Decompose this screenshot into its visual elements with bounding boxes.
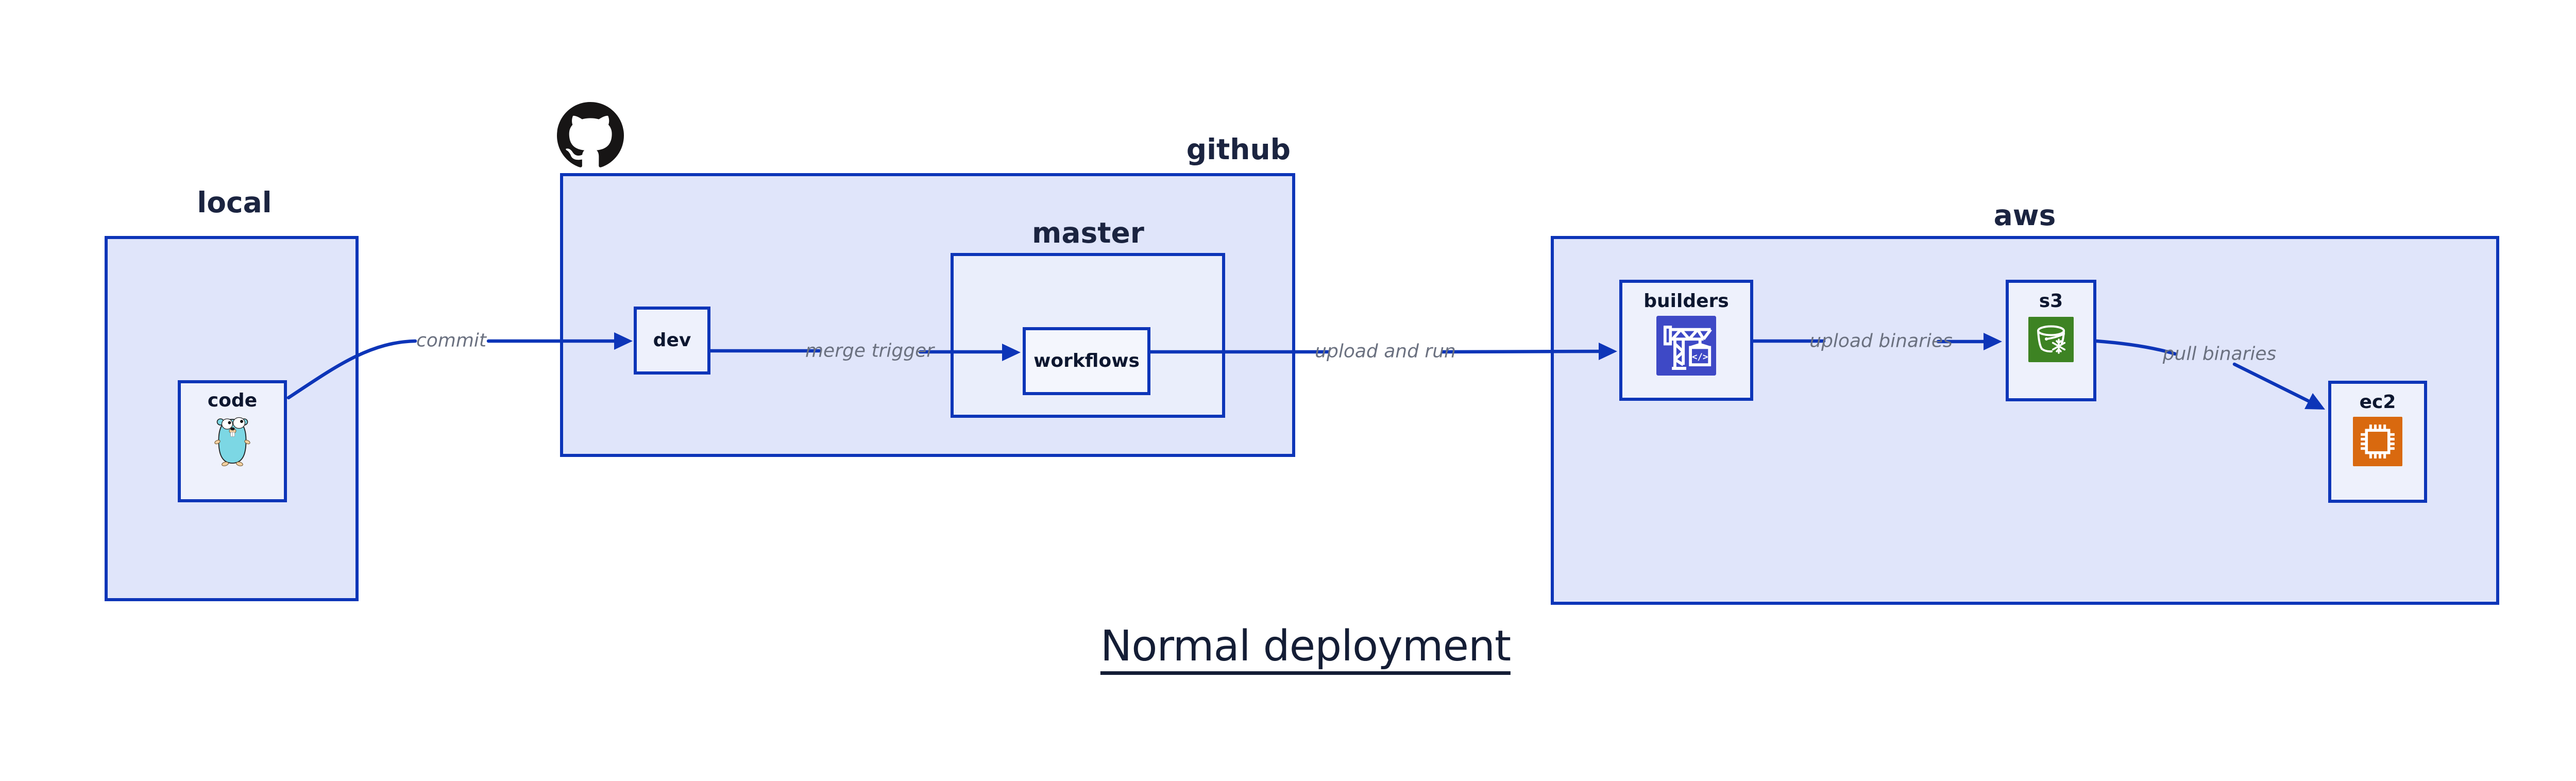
codebuild-code-glyph: </>: [1692, 352, 1708, 362]
group-label-github: github: [1186, 133, 1291, 166]
node-builders: builders </>: [1619, 280, 1753, 401]
ec2-chip-icon: [2353, 416, 2402, 466]
edge-label-upload-binaries: upload binaries: [1809, 330, 1953, 352]
node-label-code: code: [207, 390, 258, 411]
node-label-dev: dev: [653, 330, 691, 351]
node-label-builders: builders: [1643, 291, 1729, 312]
go-gopher-icon: [214, 417, 250, 466]
group-label-aws: aws: [1993, 199, 2056, 232]
node-label-ec2: ec2: [2359, 392, 2396, 413]
node-label-workflows: workflows: [1033, 350, 1140, 372]
codebuild-crane-icon: </>: [1656, 315, 1716, 376]
edge-label-pull-binaries: pull binaries: [2162, 343, 2277, 365]
node-dev: dev: [634, 307, 710, 375]
node-s3: s3: [2006, 280, 2096, 401]
edge-label-commit: commit: [416, 330, 487, 351]
node-label-s3: s3: [2039, 291, 2063, 312]
node-workflows: workflows: [1023, 327, 1150, 395]
edge-label-merge-trigger: merge trigger: [805, 340, 935, 362]
diagram-title: Normal deployment: [1100, 623, 1511, 675]
node-code: code: [178, 380, 287, 502]
edge-label-upload-and-run: upload and run: [1315, 341, 1456, 362]
group-label-local: local: [197, 186, 272, 219]
github-octocat-logo: [557, 102, 624, 167]
s3-glacier-bucket-icon: [2028, 316, 2074, 362]
group-label-master: master: [1032, 216, 1144, 249]
node-ec2: ec2: [2328, 381, 2427, 503]
